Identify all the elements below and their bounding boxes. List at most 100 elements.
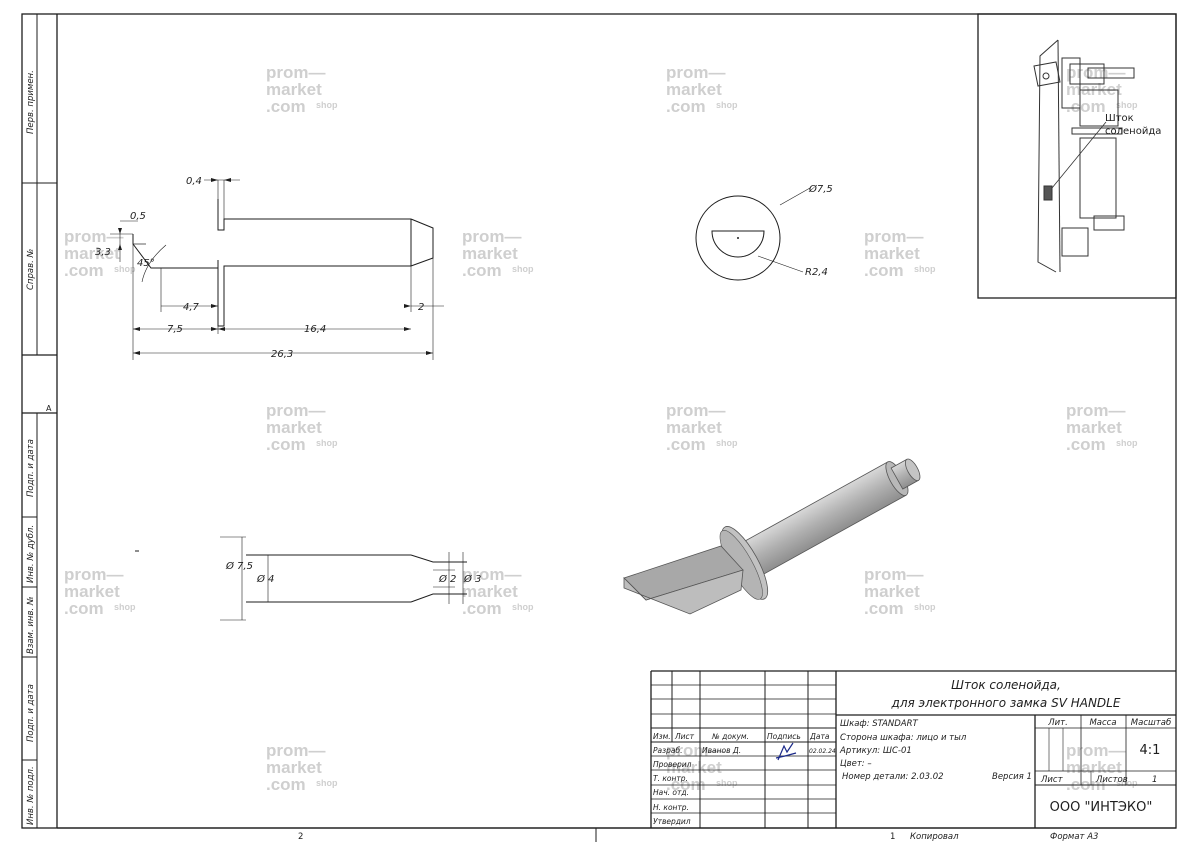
- dim-4-7: 4,7: [183, 302, 200, 313]
- svg-text:prom—: prom—: [1066, 401, 1126, 420]
- col-doc: № докум.: [711, 732, 749, 741]
- footer-format: Формат А3: [1050, 832, 1098, 842]
- footer: 2 1 Копировал Формат А3: [57, 827, 1176, 842]
- dim-phi-4: Ø 4: [256, 573, 274, 585]
- svg-text:market: market: [666, 758, 722, 777]
- row-nkontr: Н. контр.: [653, 803, 689, 812]
- svg-text:.com: .com: [266, 435, 306, 454]
- side-strip: Перв. примен. Справ. № Подп. и дата Инв.…: [22, 14, 57, 828]
- iso-blade-side: [623, 569, 744, 615]
- front-view: [135, 536, 467, 621]
- company-name: ООО "ИНТЭКО": [1050, 800, 1153, 815]
- side-view-flange: [217, 199, 411, 231]
- dim-phi-7-5: Ø 7,5: [225, 560, 253, 572]
- dim-16-4: 16,4: [304, 324, 326, 335]
- svg-text:shop: shop: [316, 438, 338, 448]
- side-label-podp-data-1: Подп. и дата: [26, 439, 36, 497]
- svg-text:shop: shop: [316, 100, 338, 110]
- dim-2: 2: [418, 302, 424, 313]
- svg-text:market: market: [266, 758, 322, 777]
- end-view-center: [737, 237, 739, 239]
- svg-text:.com: .com: [666, 435, 706, 454]
- svg-text:market: market: [64, 582, 120, 601]
- svg-text:market: market: [462, 244, 518, 263]
- row-tkontr: Т. контр.: [653, 774, 688, 783]
- svg-text:shop: shop: [1116, 438, 1138, 448]
- svg-text:.com: .com: [266, 97, 306, 116]
- svg-text:prom—: prom—: [266, 401, 326, 420]
- svg-text:.com: .com: [1066, 97, 1106, 116]
- col-podp: Подпись: [767, 732, 801, 741]
- side-label-podp-data-2: Подп. и дата: [26, 684, 36, 742]
- info-storona: Сторона шкафа: лицо и тыл: [840, 733, 967, 743]
- list-label: Лист: [1040, 775, 1064, 785]
- dim-phi-3: Ø 3: [463, 573, 481, 585]
- row-prover: Проверил: [653, 760, 692, 769]
- side-label-inv-podl: Инв. № подл.: [26, 766, 36, 825]
- footer-page-num: 2: [298, 832, 303, 842]
- svg-text:shop: shop: [512, 602, 534, 612]
- side-view-end: [410, 218, 434, 267]
- listov-value: 1: [1152, 775, 1157, 785]
- svg-text:.com: .com: [266, 775, 306, 794]
- svg-text:prom—: prom—: [64, 565, 124, 584]
- footer-kopiroval: Копировал: [910, 832, 959, 842]
- svg-text:shop: shop: [114, 264, 136, 274]
- watermark: prom—market.com shop: [462, 565, 534, 618]
- row-razrab: Разраб.: [653, 746, 682, 755]
- dim-phi-7-5-circle: Ø7,5: [808, 183, 833, 195]
- svg-text:.com: .com: [864, 261, 904, 280]
- svg-text:shop: shop: [1116, 778, 1138, 788]
- svg-text:prom—: prom—: [64, 227, 124, 246]
- watermark: prom—market.com shop: [266, 63, 338, 116]
- svg-text:.com: .com: [462, 261, 502, 280]
- col-date: Дата: [809, 732, 830, 741]
- svg-text:market: market: [1066, 758, 1122, 777]
- svg-text:prom—: prom—: [266, 63, 326, 82]
- svg-text:prom—: prom—: [266, 741, 326, 760]
- side-view: [110, 179, 444, 360]
- end-view-d-shape: [711, 230, 765, 258]
- signature: [775, 742, 797, 761]
- end-view-outer-circle: [695, 195, 781, 281]
- side-label-inv-dubl: Инв. № дубл.: [26, 525, 36, 583]
- razrab-date: 02.02.24: [809, 748, 836, 755]
- title-block: Шток соленойда, для электронного замка S…: [650, 670, 1176, 828]
- svg-text:prom—: prom—: [864, 227, 924, 246]
- svg-text:prom—: prom—: [462, 565, 522, 584]
- side-view-dims: 0,4 0,5 3,3 45° 4,7 2 7,5 16,4 26,3: [95, 176, 424, 360]
- svg-text:market: market: [666, 418, 722, 437]
- svg-text:market: market: [1066, 418, 1122, 437]
- svg-text:shop: shop: [716, 100, 738, 110]
- svg-text:.com: .com: [64, 261, 104, 280]
- svg-text:prom—: prom—: [666, 63, 726, 82]
- svg-text:market: market: [64, 244, 120, 263]
- svg-text:market: market: [462, 582, 518, 601]
- listov-label: Листов: [1095, 775, 1128, 785]
- svg-text:.com: .com: [462, 599, 502, 618]
- side-view-arrows: [118, 178, 433, 355]
- col-izm: Изм.: [653, 732, 671, 741]
- masshtab-label: Масштаб: [1131, 718, 1171, 728]
- svg-text:.com: .com: [666, 97, 706, 116]
- watermark: prom—market.com shop: [64, 227, 136, 280]
- svg-text:.com: .com: [64, 599, 104, 618]
- svg-text:market: market: [666, 80, 722, 99]
- svg-text:market: market: [864, 582, 920, 601]
- svg-text:market: market: [266, 80, 322, 99]
- iso-body: [736, 461, 907, 580]
- info-shkaf: Шкаф: STANDART: [840, 719, 919, 729]
- end-view-dims: Ø7,5 R2,4: [805, 183, 833, 278]
- lit-label: Лит.: [1047, 718, 1068, 728]
- svg-text:shop: shop: [1116, 100, 1138, 110]
- col-list: Лист: [674, 732, 695, 741]
- info-versia: Версия 1: [992, 772, 1032, 782]
- svg-text:prom—: prom—: [462, 227, 522, 246]
- inset-view: Шток соленойда: [977, 13, 1177, 299]
- dim-26-3: 26,3: [271, 349, 293, 360]
